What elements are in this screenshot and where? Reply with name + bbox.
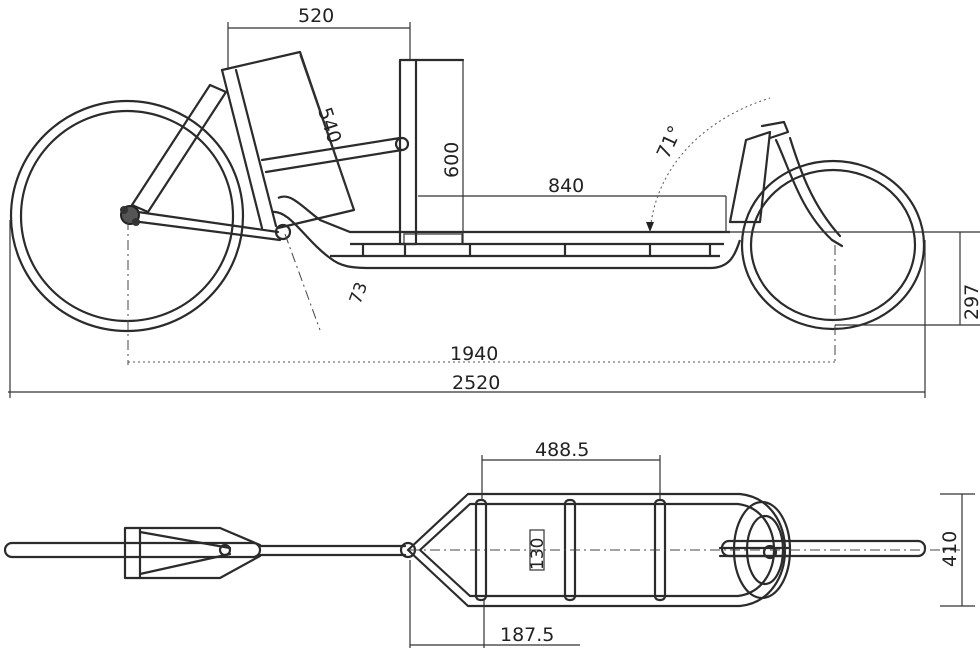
dim-wheel-height: 297 — [961, 284, 980, 320]
dim-head-angle: 71° — [653, 122, 687, 162]
dim-cargo-length: 840 — [548, 175, 584, 197]
dim-overall-length: 2520 — [452, 372, 500, 394]
rear-wheel-top — [3, 541, 262, 559]
chain-stay — [136, 210, 282, 242]
seat-pivot — [274, 223, 292, 241]
rear-wheel-outer — [9, 99, 245, 333]
head-tube — [728, 130, 772, 224]
cargo-front-panel — [398, 58, 418, 246]
dim-inner-width: 130 — [528, 538, 548, 570]
dim-wheelbase: 1940 — [450, 343, 498, 365]
seat-cross-tube — [260, 136, 404, 174]
front-wheel-outer — [740, 159, 926, 331]
dim-plan-length: 488.5 — [535, 439, 589, 461]
seat-box — [220, 50, 356, 230]
dim-top-width: 520 — [298, 5, 334, 27]
top-view: 488.5 130 410 187.5 — [3, 439, 975, 648]
rear-wheel-inner — [19, 109, 235, 323]
dim-height: 600 — [441, 142, 463, 178]
front-wheel-inner — [749, 168, 917, 322]
side-view: 520 540 600 840 71° 73 1940 2520 2 — [8, 5, 980, 398]
dim-box-diagonal: 540 — [313, 105, 345, 146]
front-fork — [774, 136, 842, 242]
seat-stay — [130, 83, 228, 214]
dim-seat-angle: 73 — [346, 280, 372, 307]
main-frame-top — [277, 195, 730, 234]
dim-offset: 187.5 — [500, 624, 554, 646]
dim-overall-width: 410 — [939, 531, 961, 567]
seat-tube — [220, 68, 278, 230]
main-frame-bottom — [271, 210, 742, 270]
